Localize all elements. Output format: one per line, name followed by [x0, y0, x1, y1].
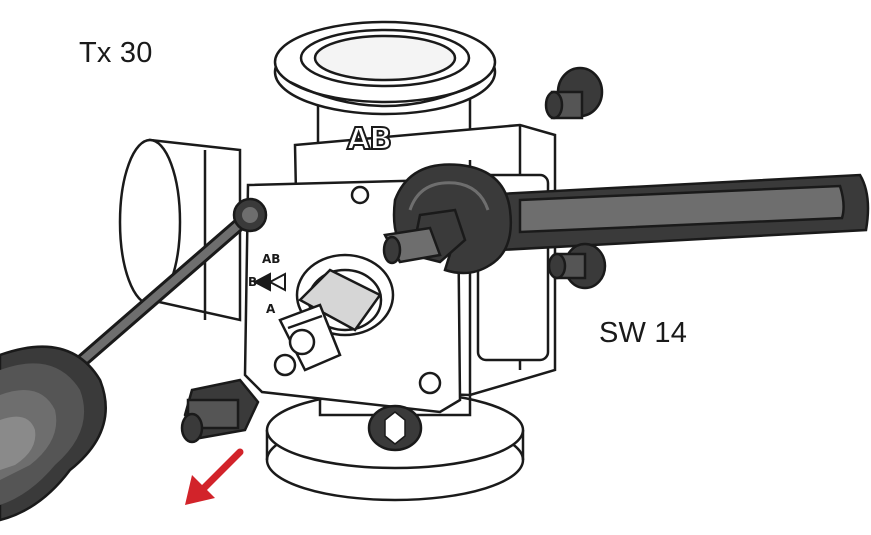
open-end-wrench	[392, 163, 870, 275]
bolt-top-right	[544, 66, 604, 120]
arrow-down-left-icon	[185, 448, 244, 505]
torx-size-label: Tx 30	[79, 37, 153, 69]
hex-bolt-in-wrench	[382, 208, 467, 265]
left-port-flange	[118, 138, 242, 322]
top-port-flange	[273, 20, 497, 152]
plate-marking-b: B	[248, 275, 258, 289]
torx-screwdriver	[0, 197, 268, 522]
valve-stem	[278, 253, 395, 372]
port-ab-marking: AB	[346, 121, 393, 158]
plate-marking-ab: AB	[262, 252, 281, 266]
plate-marking-a: A	[266, 302, 276, 316]
bolt-right-middle	[547, 242, 607, 290]
wrench-size-label: SW 14	[599, 317, 688, 349]
bolt-bottom-left	[180, 378, 260, 444]
position-markings	[252, 272, 286, 292]
torx-screw-bottom	[367, 404, 423, 452]
